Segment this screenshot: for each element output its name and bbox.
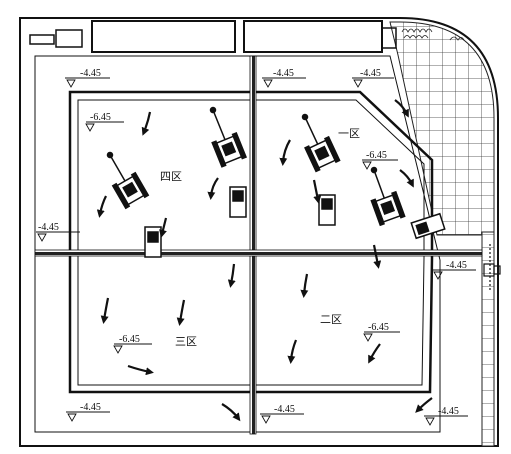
- drilling-rig-4: [370, 166, 406, 227]
- flow-arrow: [127, 364, 154, 376]
- zone-1-label: 一区: [338, 127, 360, 140]
- building-top-right: [243, 20, 383, 53]
- flow-arrow: [300, 273, 309, 298]
- elevation-marker-left-mid: -4.45: [36, 222, 80, 242]
- flow-arrow: [312, 179, 322, 204]
- dump-truck-4: [410, 212, 446, 240]
- haul-road-vertical: [249, 55, 257, 435]
- flow-arrow: [415, 397, 433, 413]
- site-boundary: [19, 17, 499, 447]
- pit-outline-outer: [68, 90, 434, 394]
- elevation-marker-top-right: -4.45: [352, 68, 394, 88]
- elevation-marker-top-middle: -4.45: [262, 68, 306, 88]
- elevation-marker-bottom-right: -4.45: [424, 406, 468, 426]
- elevation-label: -4.45: [38, 222, 59, 233]
- flow-arrow: [399, 169, 414, 188]
- elevation-label: -4.45: [80, 402, 101, 413]
- paved-area: [389, 21, 495, 236]
- shrub-cluster: [401, 28, 465, 41]
- flow-arrow: [372, 244, 382, 269]
- elevation-label: -4.45: [438, 406, 459, 417]
- flow-arrow: [227, 263, 236, 288]
- dump-truck-3: [318, 194, 336, 226]
- drilling-rig-1: [209, 106, 248, 168]
- paved-area-lower: [481, 231, 495, 447]
- elevation-marker-right-mid: -4.45: [432, 260, 476, 280]
- drilling-rig-2: [106, 151, 150, 210]
- elevation-label: -6.45: [368, 322, 389, 333]
- building-top-right-inner: [381, 27, 397, 49]
- flow-arrow: [100, 297, 110, 324]
- elevation-label: -4.45: [274, 404, 295, 415]
- flow-arrow: [207, 177, 219, 200]
- flow-arrow: [287, 339, 298, 364]
- elevation-label: -4.45: [360, 68, 381, 79]
- zone-4-label: 四区: [160, 170, 182, 183]
- flow-arrow: [96, 195, 107, 218]
- flow-arrow: [159, 217, 168, 238]
- east-gate: [483, 244, 501, 290]
- flow-arrow: [221, 403, 241, 422]
- elevation-label: -4.45: [80, 68, 101, 79]
- flow-arrows: [96, 99, 433, 422]
- dump-truck-1: [229, 186, 247, 218]
- elevation-marker-top-left: -4.45: [65, 68, 110, 88]
- flow-arrow: [394, 99, 409, 118]
- elevation-label: -4.45: [273, 68, 294, 79]
- elevation-marker-pit-zone-1: -6.45: [362, 150, 398, 170]
- elevation-marker-bottom-left: -4.45: [66, 402, 110, 422]
- pit-outline-inner: [77, 99, 425, 386]
- flow-arrow: [368, 343, 381, 364]
- flow-arrow: [176, 299, 186, 326]
- site-inner-line: [34, 55, 441, 433]
- drilling-rig-3: [301, 113, 341, 173]
- dump-truck-2: [144, 226, 162, 258]
- elevation-label: -6.45: [366, 150, 387, 161]
- elevation-label: -6.45: [90, 112, 111, 123]
- elevation-marker-pit-zone-4: -6.45: [85, 112, 124, 132]
- elevation-marker-bottom-middle: -4.45: [260, 404, 304, 424]
- elevation-label: -6.45: [119, 334, 140, 345]
- zone-3-label: 三区: [175, 335, 197, 348]
- flow-arrow: [279, 139, 291, 166]
- gate-structure: [29, 29, 83, 48]
- zone-2-label: 二区: [320, 313, 342, 326]
- haul-road-horizontal: [34, 249, 483, 257]
- elevation-label: -4.45: [446, 260, 467, 271]
- flow-arrow: [141, 111, 152, 136]
- building-top-left: [91, 20, 236, 53]
- elevation-marker-pit-zone-2: -6.45: [363, 322, 400, 342]
- elevation-marker-pit-zone-3: -6.45: [113, 334, 152, 354]
